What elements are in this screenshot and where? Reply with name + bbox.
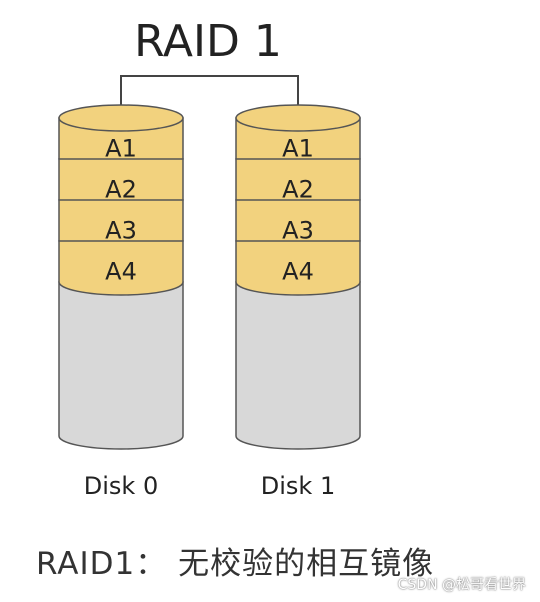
data-block-label: A4 — [282, 258, 314, 286]
data-block-label: A3 — [282, 217, 314, 245]
data-block — [235, 240, 361, 296]
disk-label: Disk 0 — [84, 472, 158, 500]
disk-top-cap — [235, 104, 361, 132]
data-block-label: A1 — [282, 135, 314, 163]
data-block-label: A2 — [105, 176, 137, 204]
data-block — [58, 240, 184, 296]
data-block-label: A4 — [105, 258, 137, 286]
diagram-caption: RAID1： 无校验的相互镜像 — [36, 546, 435, 582]
watermark: CSDN @松哥看世界 — [397, 577, 526, 593]
disk-top-cap — [58, 104, 184, 132]
disk-empty-space — [235, 281, 361, 450]
data-block-label: A1 — [105, 135, 137, 163]
mirror-connector — [120, 75, 299, 118]
data-block-label: A2 — [282, 176, 314, 204]
disk-label: Disk 1 — [261, 472, 335, 500]
data-block-label: A3 — [105, 217, 137, 245]
disk-empty-space — [58, 281, 184, 450]
diagram-title: RAID 1 — [134, 16, 282, 67]
